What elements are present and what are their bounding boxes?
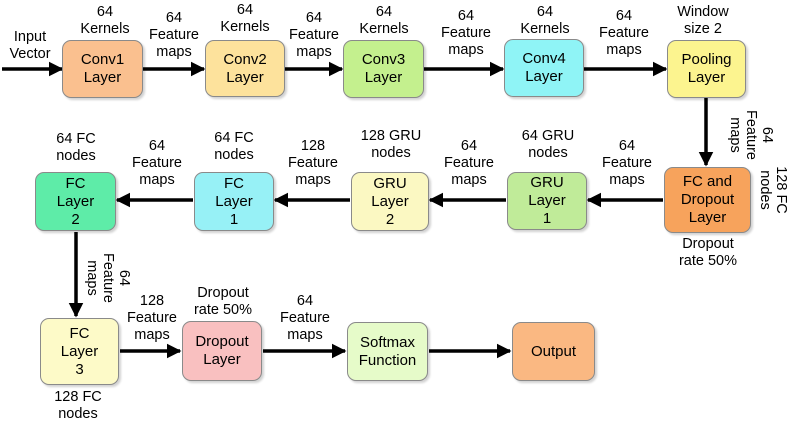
conv3-layer-node: Conv3 Layer	[343, 40, 424, 98]
conv1-kernels-label: 64 Kernels	[80, 4, 130, 37]
fc3-nodes-label: 128 FC nodes	[54, 389, 102, 422]
dropout-rate-2-label: Dropout rate 50%	[193, 285, 253, 318]
dropout-to-softmax-label: 64 Feature maps	[280, 293, 330, 343]
conv3-to-conv4-label: 64 Feature maps	[441, 8, 491, 58]
fc3-to-dropout-label: 128 Feature maps	[127, 293, 177, 343]
conv4-kernels-label: 64 Kernels	[520, 4, 570, 37]
conv2-layer-node: Conv2 Layer	[205, 40, 285, 97]
gru1-nodes-label: 64 GRU nodes	[521, 128, 575, 161]
softmax-function-node: Softmax Function	[347, 322, 428, 381]
fc2-layer-node: FC Layer 2	[35, 172, 116, 231]
pooling-layer-node: Pooling Layer	[667, 40, 746, 98]
conv1-to-conv2-label: 64 Feature maps	[149, 10, 199, 60]
gru2-nodes-label: 128 GRU nodes	[360, 128, 422, 161]
fc1-layer-node: FC Layer 1	[194, 172, 274, 231]
fc1-to-fc2-label: 64 Feature maps	[132, 138, 182, 188]
output-node: Output	[512, 322, 595, 381]
input-vector-label: Input Vector	[9, 29, 51, 62]
fcd-to-gru1-label: 64 Feature maps	[602, 138, 652, 188]
gru1-to-gru2-label: 64 Feature maps	[444, 138, 494, 188]
gru2-layer-node: GRU Layer 2	[351, 172, 429, 231]
conv2-to-conv3-label: 64 Feature maps	[289, 10, 339, 60]
dropout-rate-1-label: Dropout rate 50%	[678, 236, 738, 269]
gru2-to-fc1-label: 128 Feature maps	[288, 138, 338, 188]
conv3-kernels-label: 64 Kernels	[359, 4, 409, 37]
fc1-nodes-label: 64 FC nodes	[214, 130, 254, 163]
fc2-nodes-label: 64 FC nodes	[56, 131, 96, 164]
conv4-layer-node: Conv4 Layer	[504, 39, 584, 97]
window-size-label: Window size 2	[677, 4, 729, 37]
conv2-kernels-label: 64 Kernels	[220, 2, 270, 35]
conv1-layer-node: Conv1 Layer	[62, 40, 143, 98]
dropout-layer-node: Dropout Layer	[182, 321, 262, 381]
fcd-nodes-label: 128 FC nodes	[757, 166, 789, 214]
fc-dropout-layer-node: FC and Dropout Layer	[664, 167, 751, 233]
conv4-to-pool-label: 64 Feature maps	[599, 8, 649, 58]
gru1-layer-node: GRU Layer 1	[507, 172, 587, 230]
fc3-layer-node: FC Layer 3	[40, 318, 119, 385]
